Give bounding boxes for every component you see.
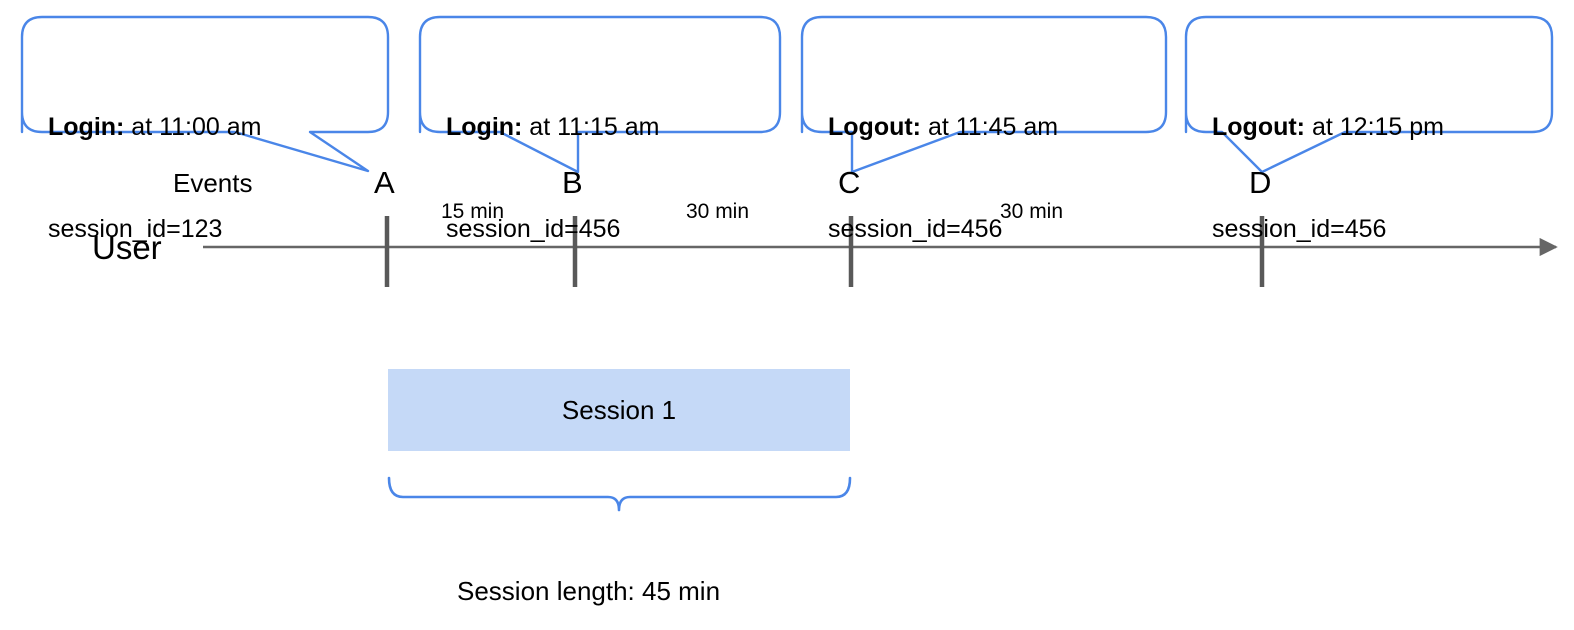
callout-text-b: Login: at 11:15 am session_id=456 <box>446 42 659 314</box>
callout-text-c: Logout: at 11:45 am session_id=456 <box>828 42 1058 314</box>
callout-b-line2: session_id=456 <box>446 215 621 243</box>
callout-d-lead: Logout: <box>1212 113 1306 141</box>
callout-d-rest: at 12:15 pm <box>1305 113 1444 141</box>
callout-a-lead: Login: <box>48 113 125 141</box>
callout-bubble-a <box>20 15 390 173</box>
event-label-d: D <box>1249 165 1272 200</box>
callout-a-line2: session_id=123 <box>48 215 223 243</box>
session-bar: Session 1 <box>388 369 850 451</box>
user-lane-label: User <box>92 229 162 266</box>
session-brace <box>387 476 852 512</box>
callout-a-rest: at 11:00 am <box>124 113 262 141</box>
callout-bubble-c <box>800 15 1168 174</box>
callout-c-rest: at 11:45 am <box>921 113 1059 141</box>
event-label-b: B <box>562 165 583 200</box>
interval-label-ab: 15 min <box>441 200 505 223</box>
callout-d-line2: session_id=456 <box>1212 215 1387 243</box>
events-lane-label: Events <box>173 168 253 198</box>
callout-c-lead: Logout: <box>828 113 922 141</box>
callout-bubble-d <box>1184 15 1554 174</box>
callout-text-a: Login: at 11:00 am session_id=123 <box>48 42 261 314</box>
event-label-a: A <box>374 165 395 200</box>
callout-text-d: Logout: at 12:15 pm session_id=456 <box>1212 42 1444 314</box>
session-bar-label: Session 1 <box>561 394 677 425</box>
interval-label-bc: 30 min <box>686 200 750 223</box>
callout-b-lead: Login: <box>446 113 523 141</box>
interval-label-cd: 30 min <box>1000 200 1064 223</box>
callout-b-rest: at 11:15 am <box>522 113 660 141</box>
callout-bubble-b <box>418 15 782 174</box>
session-length-caption: Session length: 45 min <box>457 576 721 606</box>
callout-c-line2: session_id=456 <box>828 215 1003 243</box>
event-label-c: C <box>838 165 861 200</box>
